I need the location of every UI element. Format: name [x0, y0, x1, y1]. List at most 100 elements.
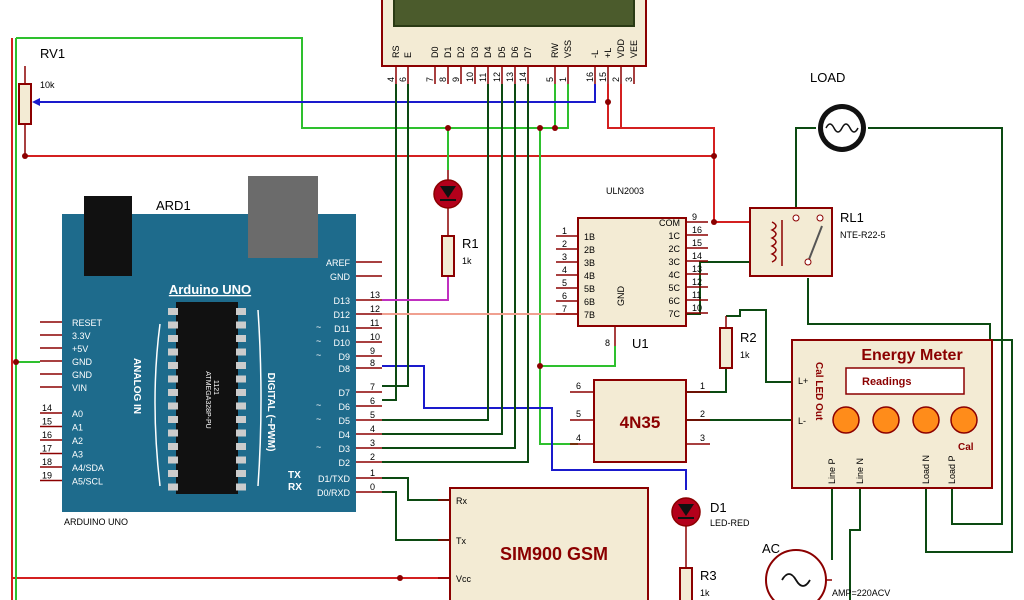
- ard-digital-pin-label: D9: [338, 352, 350, 362]
- chip-leg: [236, 321, 246, 329]
- uln-right-pin-number: 10: [692, 303, 702, 313]
- ard-digital-pin-number: 2: [370, 452, 375, 462]
- meter-cal-button[interactable]: [950, 406, 978, 434]
- r3-ref: R3: [700, 568, 717, 583]
- ard-digital-pin-number: 11: [370, 318, 379, 328]
- ard-power-pin-label: GND: [72, 370, 93, 380]
- lcd-pin-label: D0: [430, 46, 440, 58]
- chip-leg: [236, 402, 246, 410]
- relay-contact-wire: [807, 278, 991, 340]
- lcd-pin-number: 13: [505, 72, 515, 82]
- ard-digital-pin-label: D2: [338, 458, 350, 468]
- uln-ref: U1: [632, 336, 649, 351]
- r1-resistor: R1 1k: [441, 235, 479, 277]
- ard-digital-pin-label: D1/TXD: [318, 474, 351, 484]
- ard-analog-pin-number: 18: [42, 457, 52, 467]
- gsm-pin-label: Vcc: [456, 574, 472, 584]
- uln-left-pin-label: 1B: [584, 232, 595, 242]
- relay-value: NTE-R22-5: [840, 230, 886, 240]
- tx-rx-wire: [382, 477, 450, 501]
- chip-leg: [168, 335, 178, 342]
- chip-label: ATMEGA328P-PU: [204, 371, 211, 428]
- meter-button-1[interactable]: [832, 406, 860, 434]
- rv1-potentiometer: RV1 10k: [18, 46, 65, 156]
- ard-digital-pin-label: D8: [338, 364, 350, 374]
- led-top: [433, 170, 463, 236]
- atmega-chip: [176, 302, 238, 494]
- ard-digital-pin-label: D0/RXD: [317, 488, 351, 498]
- cal-led-label: Cal LED Out: [813, 362, 824, 421]
- ard-pwm-mark: ~: [316, 322, 321, 332]
- r1-value: 1k: [462, 256, 472, 266]
- chip-leg: [236, 416, 246, 423]
- lcd-pin-label: D3: [470, 46, 480, 58]
- uln-pins: 1B12B23B34B45B56B67B7COM91C162C153C144C1…: [556, 212, 708, 320]
- load-left-wire: [795, 127, 816, 222]
- ard-digital-pin-number: 6: [370, 396, 375, 406]
- ard-digital-pin-label: D13: [333, 296, 350, 306]
- ard-digital-pin-label: D7: [338, 388, 350, 398]
- meter-load-wire: [925, 339, 1013, 553]
- opto-left-pin-number: 5: [576, 409, 581, 419]
- rx-label: RX: [288, 482, 302, 493]
- load-right-wire: [868, 127, 1003, 525]
- uln-right-pin-number: 9: [692, 212, 697, 222]
- ard-analog-pin-number: 19: [42, 471, 52, 481]
- d1-value: LED-RED: [710, 518, 750, 528]
- uln-right-pin-label: 7C: [668, 309, 680, 319]
- lcd-pin-label: D7: [523, 46, 533, 58]
- uln-right-pin-label: 1C: [668, 231, 680, 241]
- readings-text: Readings: [862, 376, 912, 388]
- ard-analog-pin-label: A1: [72, 423, 83, 433]
- ard-digital-pin-number: 10: [370, 332, 380, 342]
- lcd-pin-number: 1: [558, 77, 568, 82]
- lcd-d7-wire: [382, 84, 529, 463]
- lcd-pin-number: 3: [624, 77, 634, 82]
- gsm-pin-label: Tx: [456, 536, 466, 546]
- rv1-value: 10k: [40, 80, 55, 90]
- lcd-pin-number: 6: [398, 77, 408, 82]
- ard-analog-pin-number: 14: [42, 403, 52, 413]
- ard-digital-pin-label: D3: [338, 444, 350, 454]
- meter-pin-label: Load N: [921, 455, 931, 484]
- meter-button-3[interactable]: [912, 406, 940, 434]
- lcd-pin-number: 16: [585, 72, 595, 82]
- opto-right-pin-number: 1: [700, 381, 705, 391]
- r2-value: 1k: [740, 350, 750, 360]
- r2-ref: R2: [740, 330, 757, 345]
- chip-leg: [168, 456, 178, 464]
- lcd-pin-number: 11: [478, 73, 488, 82]
- uln-left-pin-number: 5: [562, 278, 567, 288]
- meter-button-2[interactable]: [872, 406, 900, 434]
- r2-lplus-wire: [726, 309, 792, 383]
- ard-pwm-mark: ~: [316, 350, 321, 360]
- opto-right-pin-number: 3: [700, 433, 705, 443]
- chip-leg: [168, 416, 178, 423]
- uln-right-pin-number: 13: [692, 264, 702, 274]
- uln-right-pin-label: 4C: [668, 270, 680, 280]
- gsm-label: SIM900 GSM: [500, 544, 608, 564]
- uln-left-pin-label: 6B: [584, 297, 595, 307]
- opto-left-pin-number: 6: [576, 381, 581, 391]
- chip-leg: [168, 443, 178, 450]
- ard-digital-pin-number: 7: [370, 382, 375, 392]
- ard-analog-pin-label: A2: [72, 436, 83, 446]
- lcd-display: RS4E6D07D18D29D310D411D512D613D714RW5VSS…: [381, 0, 647, 84]
- ard-ref: ARD1: [156, 198, 191, 213]
- lcd-pin-label: E: [403, 52, 413, 58]
- chip-leg: [168, 348, 178, 356]
- uln-right-pin-label: 6C: [668, 296, 680, 306]
- chip-leg: [236, 389, 246, 396]
- ard-power-pin-label: GND: [72, 357, 93, 367]
- uln-right-pin-number: 16: [692, 225, 702, 235]
- lcd-d4-wire: [382, 84, 489, 421]
- uln-relay-wire: [686, 261, 750, 315]
- uln-right-pin-number: 11: [692, 290, 701, 300]
- lcd-pin-number: 7: [425, 77, 435, 82]
- chip-leg: [168, 389, 178, 396]
- line-n-wire: [849, 488, 861, 600]
- chip-leg: [236, 308, 246, 315]
